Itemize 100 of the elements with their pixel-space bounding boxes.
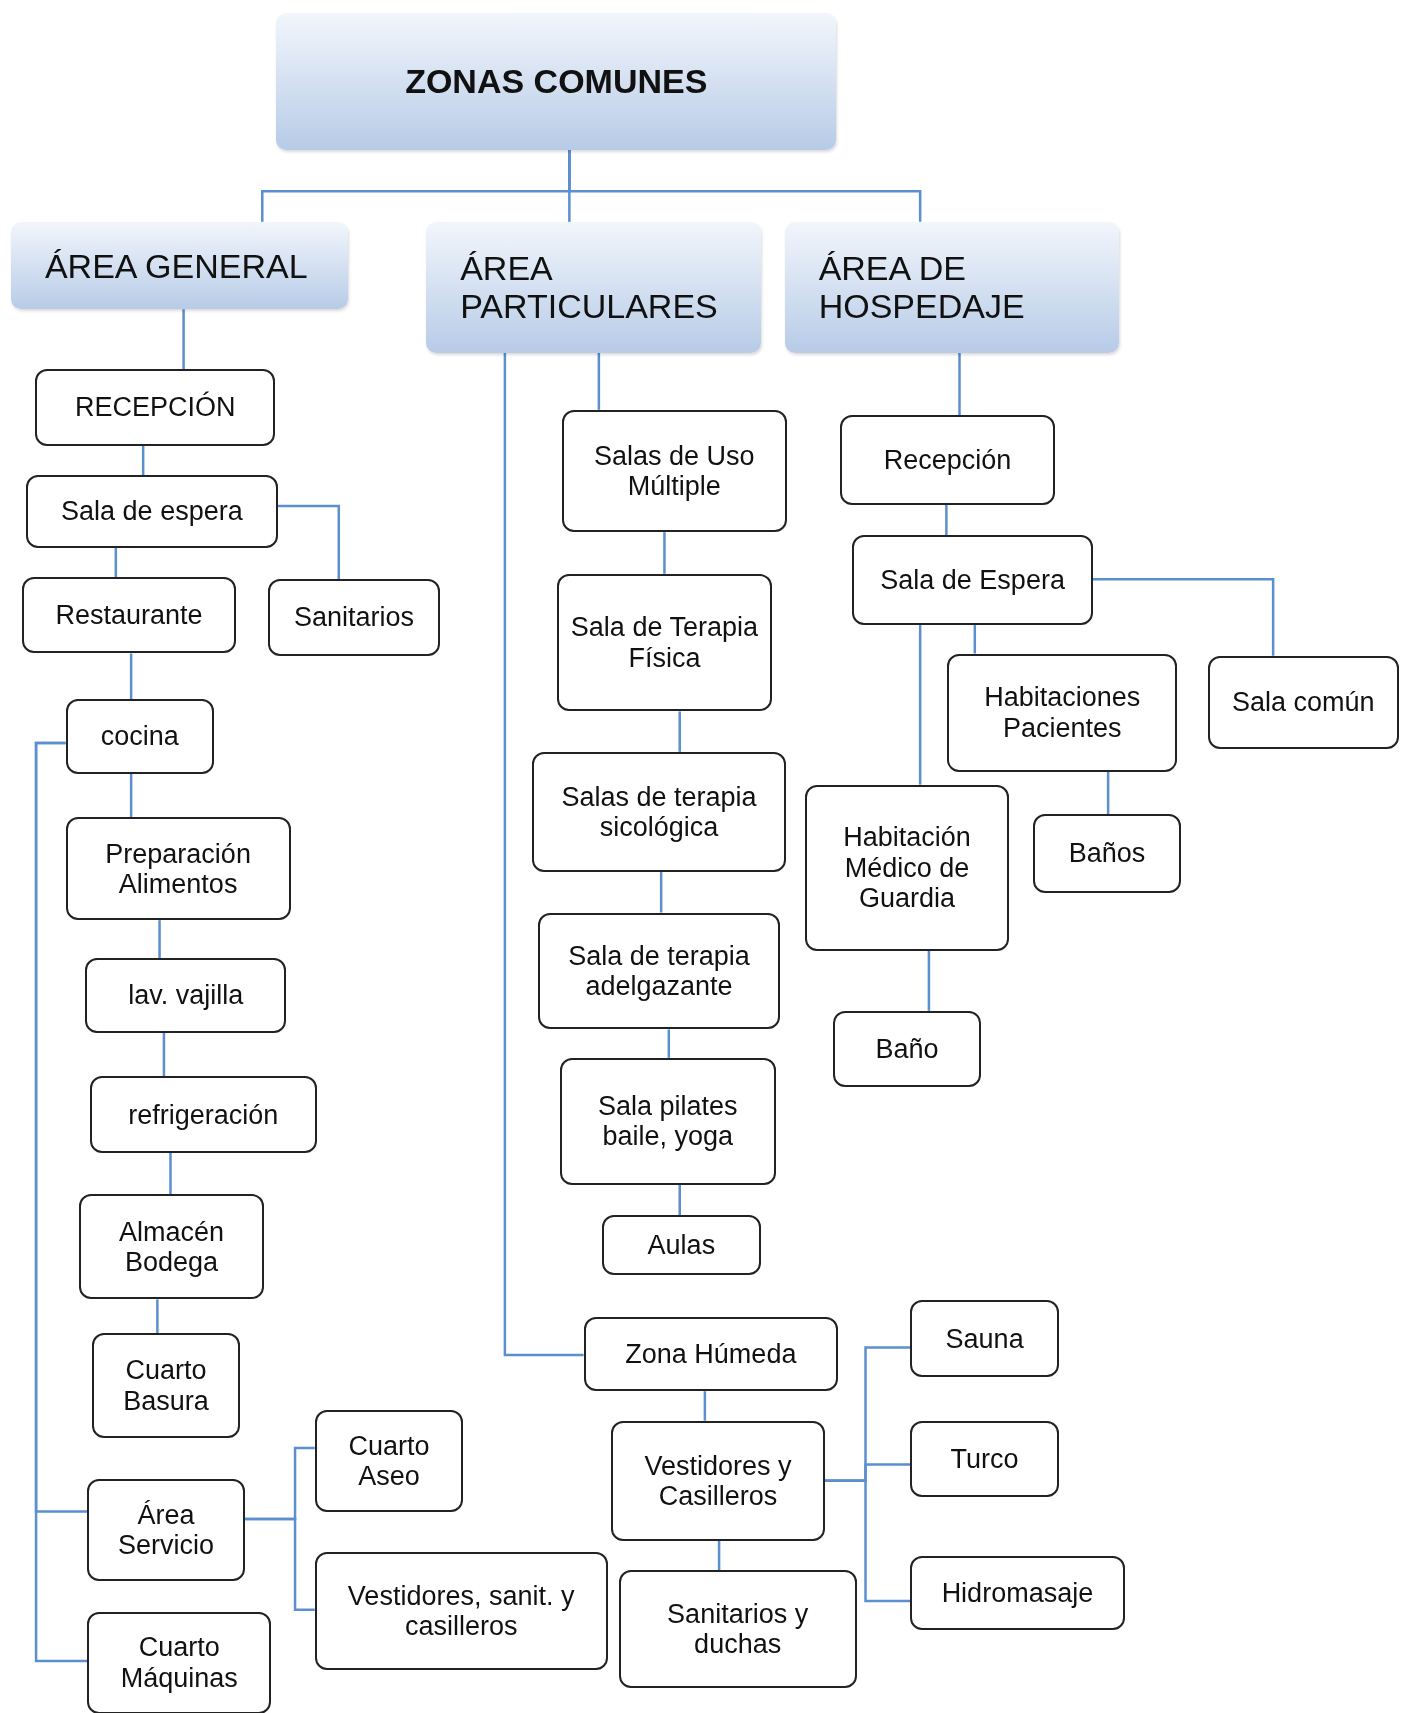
room-box (267, 579, 441, 656)
node-label: Baño (875, 1034, 939, 1065)
node-label: Hidromasaje (941, 1578, 1094, 1609)
connector-line (659, 872, 663, 913)
room-box (947, 653, 1177, 772)
room-box (852, 535, 1093, 626)
room-box (840, 415, 1055, 505)
node-label: Sala de terapia adelgazante (567, 940, 751, 1002)
connector-line (703, 1391, 707, 1421)
room-box (561, 409, 787, 533)
node-label: Sanitarios (294, 602, 415, 633)
node-label: Salas de terapia sicológica (560, 781, 758, 843)
room-box (78, 1194, 265, 1300)
room-box (314, 1409, 464, 1513)
node-label: Área Servicio (117, 1499, 216, 1561)
node-label: cocina (100, 721, 179, 752)
title-box (276, 13, 836, 150)
node-label: refrigeración (128, 1099, 279, 1130)
node-label: Sala de Espera (880, 565, 1065, 596)
room-box (85, 958, 287, 1033)
connector-line (114, 547, 118, 577)
connector-line (717, 1540, 721, 1571)
node-label: Baños (1068, 838, 1146, 869)
category-box (784, 221, 1120, 353)
node-label: Sanitarios y duchas (666, 1599, 810, 1660)
node-label: Habitación Médico de Guardia (842, 822, 972, 914)
node-label: Cuarto Basura (122, 1355, 210, 1416)
node-label: ZONAS COMUNES (405, 62, 708, 101)
connector-line (945, 504, 948, 536)
connector-line (678, 711, 681, 752)
category-box (426, 221, 761, 353)
node-label: Almacén Bodega (118, 1216, 226, 1278)
connector-line (129, 773, 133, 818)
connector-line (141, 445, 145, 476)
room-box (910, 1556, 1125, 1631)
connector-line (169, 1152, 172, 1195)
connector-line (927, 950, 931, 1011)
room-box (1207, 655, 1399, 749)
node-label: Cuarto Máquinas (119, 1632, 239, 1693)
node-label: Sala de espera (61, 496, 243, 527)
category-box (10, 221, 348, 310)
node-label: Zona Húmeda (625, 1338, 797, 1370)
connector-line (568, 149, 922, 222)
room-box (910, 1300, 1059, 1377)
room-box (602, 1215, 761, 1276)
room-box (559, 1057, 776, 1185)
connector-line (973, 625, 977, 654)
connector-line (162, 1032, 166, 1077)
connector-line (678, 1184, 681, 1216)
room-box (532, 751, 786, 873)
room-box (89, 1076, 317, 1153)
room-box (910, 1420, 1059, 1498)
room-box (314, 1551, 608, 1670)
node-label: Restaurante (55, 600, 203, 631)
node-label: Sauna (945, 1323, 1024, 1354)
node-label: ÁREA PARTICULARES (460, 249, 719, 326)
node-label: Sala pilates baile, yoga (596, 1091, 739, 1152)
node-label: Cuarto Aseo (347, 1430, 431, 1492)
connector-line (1092, 577, 1275, 656)
connector-line (663, 532, 666, 574)
connector-line (244, 1517, 315, 1611)
room-box (618, 1570, 857, 1689)
node-label: lav. vajilla (128, 980, 244, 1011)
connector-line (34, 741, 88, 1663)
node-label: Preparación Alimentos (104, 838, 252, 899)
room-box (65, 699, 215, 774)
node-label: ÁREA DE HOSPEDAJE (818, 249, 1026, 326)
node-label: ÁREA GENERAL (44, 246, 308, 285)
room-box (1032, 814, 1182, 893)
room-box (537, 912, 781, 1030)
room-box (21, 577, 237, 654)
connector-line (503, 353, 584, 1357)
node-label: Vestidores y Casilleros (643, 1450, 793, 1511)
room-box (805, 784, 1009, 951)
connector-line (182, 309, 185, 370)
connector-line (667, 1029, 671, 1058)
connector-line (597, 353, 601, 410)
node-label: Aulas (647, 1230, 716, 1261)
room-box (87, 1478, 245, 1582)
connector-line (958, 353, 961, 416)
room-box (583, 1316, 839, 1392)
connector-line (277, 504, 341, 580)
node-label: Vestidores, sanit. y casilleros (346, 1580, 576, 1642)
room-box (87, 1611, 271, 1713)
node-label: Habitaciones Pacientes (983, 682, 1142, 743)
room-box (34, 369, 276, 446)
connector-line (1106, 771, 1110, 815)
node-label: Sala común (1231, 687, 1375, 718)
connector-line (158, 920, 161, 959)
connector-line (918, 625, 922, 785)
room-box (26, 475, 278, 548)
room-box (610, 1420, 826, 1541)
node-label: Salas de Uso Múltiple (592, 440, 756, 502)
connector-line (129, 653, 133, 700)
connector-line (156, 1299, 159, 1334)
room-box (832, 1010, 982, 1088)
connector-line (825, 1479, 911, 1603)
node-label: Sala de Terapia Física (569, 612, 759, 673)
room-box (557, 573, 772, 712)
node-label: RECEPCIÓN (74, 392, 236, 423)
